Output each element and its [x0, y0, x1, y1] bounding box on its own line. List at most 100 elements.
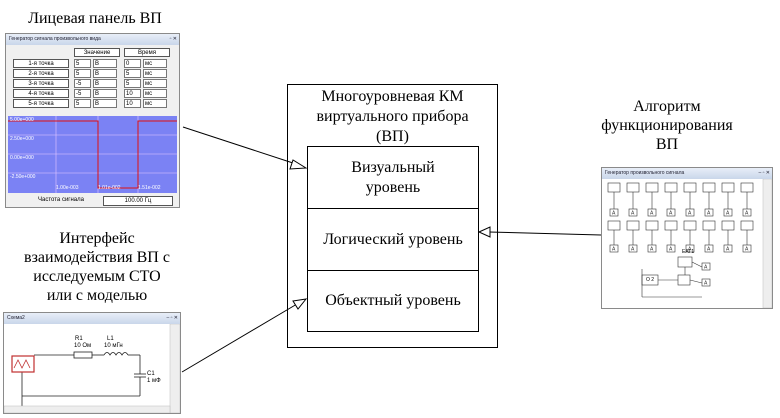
time-stepper[interactable]: 5	[124, 79, 141, 88]
l1-name: L1	[107, 336, 114, 342]
algorithm-titlebar: Генератор произвольного сигнала – ▫ ✕	[602, 168, 772, 179]
input-block	[628, 244, 638, 253]
connector-line	[691, 261, 703, 268]
table-row: 1-я точка 5 В 0 мс	[13, 59, 173, 69]
block-letter: A	[669, 211, 673, 217]
time-unit-select[interactable]: мс	[143, 79, 167, 88]
frequency-label: Частота сигнала	[38, 197, 84, 203]
function-block	[607, 182, 621, 193]
function-block	[721, 182, 735, 193]
unit-select[interactable]: В	[93, 79, 117, 88]
interface-caption-line: взаимодействия ВП с	[24, 249, 170, 266]
function-block	[740, 220, 754, 231]
time-stepper[interactable]: 0	[124, 59, 141, 68]
object-level-label: Объектный уровень	[325, 292, 461, 309]
input-block	[723, 244, 733, 253]
time-unit-select[interactable]: мс	[143, 59, 167, 68]
time-unit-select[interactable]: мс	[143, 69, 167, 78]
r1-value: 10 Ом	[74, 343, 92, 349]
algorithm-arrow-line	[488, 231, 602, 236]
time-stepper[interactable]: 10	[124, 99, 141, 108]
function-block	[683, 220, 697, 231]
value-column-header: Значение	[74, 48, 120, 57]
logical-level-label: Логический уровень	[323, 230, 463, 248]
window-controls-icon[interactable]: – ▫ ✕	[166, 315, 178, 321]
vertical-scrollbar	[169, 324, 180, 413]
visual-level-label: уровень	[365, 178, 421, 196]
time-stepper[interactable]: 10	[124, 89, 141, 98]
block-letter: A	[688, 211, 692, 217]
y-tick-label: 5.00e+000	[10, 117, 34, 123]
algorithm-title: Генератор произвольного сигнала	[605, 170, 685, 176]
algorithm-caption-line: ВП	[655, 136, 679, 153]
front-panel-caption: Лицевая панель ВП	[28, 10, 162, 27]
circuit-title: Схема2	[7, 315, 25, 321]
visual-level-box: Визуальный уровень	[307, 146, 479, 209]
row-label: 5-я точка	[13, 99, 69, 108]
value-stepper[interactable]: 5	[74, 69, 91, 78]
value-stepper[interactable]: 5	[74, 99, 91, 108]
function-block	[626, 220, 640, 231]
block-letter: A	[707, 247, 711, 253]
km-title-line: (ВП)	[376, 128, 409, 145]
vertical-scrollbar	[762, 179, 772, 308]
unit-select[interactable]: В	[93, 69, 117, 78]
table-row: 3-я точка -5 В 5 мс	[13, 79, 173, 89]
km-title-line: Многоуровневая КМ	[321, 88, 464, 105]
input-block	[701, 278, 711, 287]
table-row: 2-я точка 5 В 5 мс	[13, 69, 173, 79]
input-block	[742, 208, 752, 217]
block-letter: A	[745, 211, 749, 217]
visual-level-label: Визуальный	[351, 158, 435, 176]
points-table: 1-я точка 5 В 0 мс 2-я точка 5 В 5 мс 3-…	[13, 59, 173, 109]
function-block	[607, 220, 621, 231]
input-block	[704, 244, 714, 253]
window-controls-icon[interactable]: ▫ ✕	[169, 36, 177, 42]
x-tick-label: 1.01e-002	[98, 185, 121, 191]
time-stepper[interactable]: 5	[124, 69, 141, 78]
connector-line	[689, 279, 703, 284]
frequency-value: 100.00 Гц	[103, 196, 173, 206]
input-block	[609, 208, 619, 217]
function-block	[683, 182, 697, 193]
y-tick-label: 0.00e+000	[10, 155, 34, 161]
block-letter: A	[612, 211, 616, 217]
signal-plot-grid	[8, 116, 177, 193]
block-letter: A	[707, 211, 711, 217]
resistor-r1	[73, 351, 93, 359]
interface-caption-line: исследуемым СТО	[33, 268, 161, 285]
node-label: EAT1	[682, 249, 695, 255]
value-stepper[interactable]: -5	[74, 89, 91, 98]
block-letter: A	[704, 281, 708, 287]
front-panel-window: Генератор сигнала произвольного вида ▫ ✕…	[5, 33, 180, 208]
time-unit-select[interactable]: мс	[143, 89, 167, 98]
input-block	[628, 208, 638, 217]
source-block	[11, 355, 35, 373]
time-unit-select[interactable]: мс	[143, 99, 167, 108]
front-panel-title: Генератор сигнала произвольного вида	[9, 36, 101, 42]
table-row: 5-я точка 5 В 10 мс	[13, 99, 173, 109]
value-stepper[interactable]: 5	[74, 59, 91, 68]
unit-select[interactable]: В	[93, 89, 117, 98]
y-tick-label: -2.50e+000	[10, 174, 36, 180]
circuit-schematic	[4, 324, 180, 413]
unit-select[interactable]: В	[93, 59, 117, 68]
circuit-titlebar: Схема2 – ▫ ✕	[4, 313, 180, 324]
block-letter: A	[631, 247, 635, 253]
input-block	[701, 262, 711, 271]
l1-value: 10 мГн	[104, 343, 123, 349]
function-block	[626, 182, 640, 193]
input-block	[647, 208, 657, 217]
value-stepper[interactable]: -5	[74, 79, 91, 88]
function-block	[664, 182, 678, 193]
block-letter: A	[669, 247, 673, 253]
algorithm-caption-line: функционирования	[601, 117, 733, 134]
input-block	[704, 208, 714, 217]
main-node-block	[677, 256, 693, 268]
block-letter: A	[745, 247, 749, 253]
unit-select[interactable]: В	[93, 99, 117, 108]
window-controls-icon[interactable]: – ▫ ✕	[758, 170, 770, 176]
function-block	[645, 182, 659, 193]
function-block	[740, 182, 754, 193]
algorithm-arrow-head	[477, 226, 491, 238]
